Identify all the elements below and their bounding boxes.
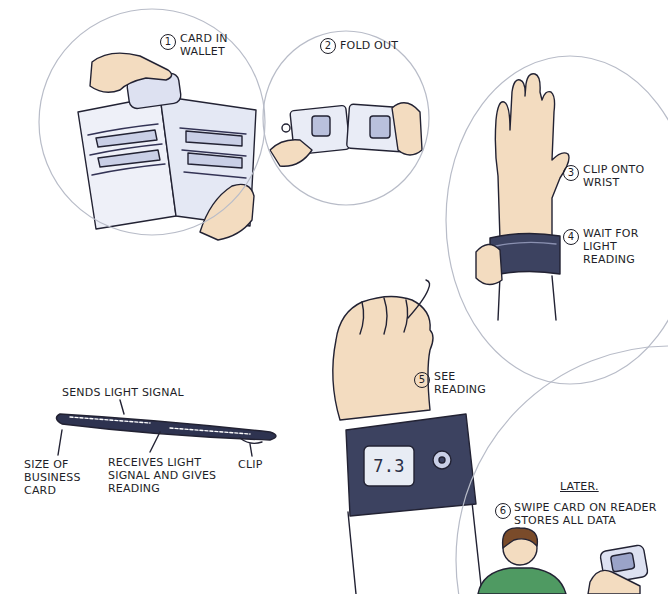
annotation: CLIP [238, 458, 278, 471]
vignette-outline [455, 345, 668, 594]
step-number: 3 [563, 165, 579, 181]
vignette-outline [262, 30, 430, 206]
step-number: 2 [320, 38, 336, 54]
step-caption: WAIT FOR LIGHT READING [583, 227, 655, 266]
annotation: SIZE OF BUSINESS CARD [24, 458, 100, 497]
step-number: 4 [563, 229, 579, 245]
annotation: SENDS LIGHT SIGNAL [62, 386, 202, 399]
step-caption: SWIPE CARD ON READER STORES ALL DATA [514, 501, 664, 527]
step-number: 1 [160, 34, 176, 50]
step-caption: CARD IN WALLET [180, 32, 252, 58]
step-number: 5 [414, 372, 430, 388]
step-number: 6 [495, 503, 511, 519]
step-vignette: 2 FOLD OUT [262, 30, 430, 206]
step-vignette: 3CLIP ONTO WRIST 4WAIT FOR LIGHT READING [445, 55, 668, 385]
annotation: SEE READING [434, 370, 496, 396]
display-reading: 7.3 [364, 456, 414, 476]
vignette-outline [38, 8, 266, 236]
annotation: RECEIVES LIGHT SIGNAL AND GIVES READING [108, 456, 226, 495]
step-caption: FOLD OUT [340, 39, 422, 52]
step-vignette: 1CARD IN WALLET [38, 8, 266, 236]
step-caption: CLIP ONTO WRIST [583, 163, 645, 189]
step-caption: LATER. [560, 480, 599, 493]
step-vignette: LATER. 6SWIPE CARD ON READER STORES ALL D… [455, 345, 668, 594]
vignette-outline [445, 55, 668, 385]
